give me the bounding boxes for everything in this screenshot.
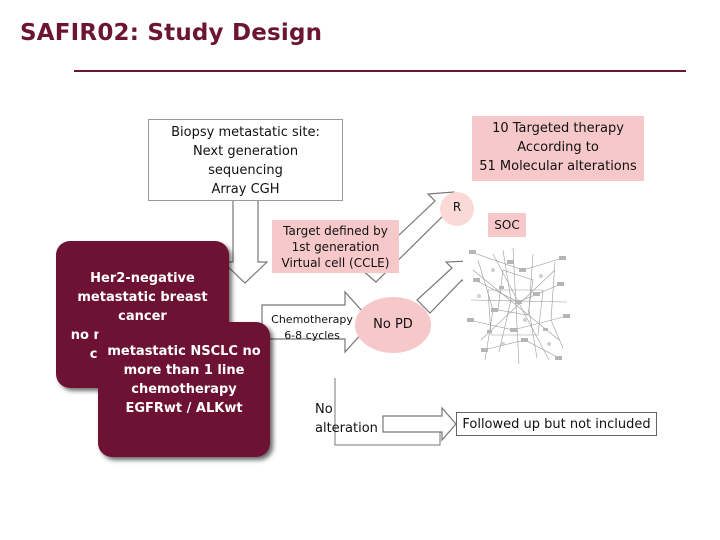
no-alteration-label: No alteration (300, 400, 415, 438)
page-title: SAFIR02: Study Design (20, 20, 323, 46)
no-alteration-bracket (334, 378, 441, 446)
followed-arrow (382, 406, 457, 442)
targeted-line: 10 Targeted therapy (492, 121, 624, 136)
breast-card-line: metastatic breast (77, 290, 208, 305)
followed-up-box: Followed up but not included (456, 412, 657, 436)
chemo-line: Chemotherapy (271, 313, 353, 326)
breast-card-line: Her2-negative (90, 271, 195, 286)
target-defined-line: Target defined by (283, 224, 388, 238)
biopsy-line: sequencing (208, 163, 283, 178)
biopsy-box: Biopsy metastatic site: Next generation … (148, 119, 343, 201)
no-pd-circle: No PD (355, 297, 431, 353)
nsclc-card: metastatic NSCLC no more than 1 line che… (98, 322, 270, 457)
target-defined-box: Target defined by 1st generation Virtual… (272, 220, 399, 273)
randomization-circle: R (440, 192, 474, 226)
nsclc-card-line: metastatic NSCLC no (107, 344, 261, 359)
nsclc-card-line: EGFRwt / ALKwt (125, 401, 243, 416)
nsclc-card-line: chemotherapy (131, 382, 237, 397)
chemo-line: 6-8 cycles (284, 329, 340, 342)
biopsy-line: Array CGH (211, 182, 280, 197)
nsclc-card-line: more than 1 line (123, 363, 245, 378)
title-divider (74, 70, 686, 72)
targeted-line: According to (517, 140, 599, 155)
biopsy-down-arrow (221, 198, 269, 284)
target-defined-line: Virtual cell (CCLE) (281, 256, 390, 270)
breast-card-line: cancer (118, 309, 167, 324)
no-alteration-line: alteration (315, 421, 378, 436)
chemotherapy-label: Chemotherapy 6-8 cycles (266, 312, 358, 344)
targeted-therapy-box: 10 Targeted therapy According to 51 Mole… (472, 116, 644, 181)
target-defined-line: 1st generation (291, 240, 380, 254)
no-alteration-line: No (315, 402, 333, 417)
pathway-network-image (463, 240, 573, 370)
targeted-line: 51 Molecular alterations (479, 159, 637, 174)
soc-label: SOC (488, 213, 526, 237)
biopsy-line: Biopsy metastatic site: (171, 125, 320, 140)
biopsy-line: Next generation (192, 144, 299, 159)
